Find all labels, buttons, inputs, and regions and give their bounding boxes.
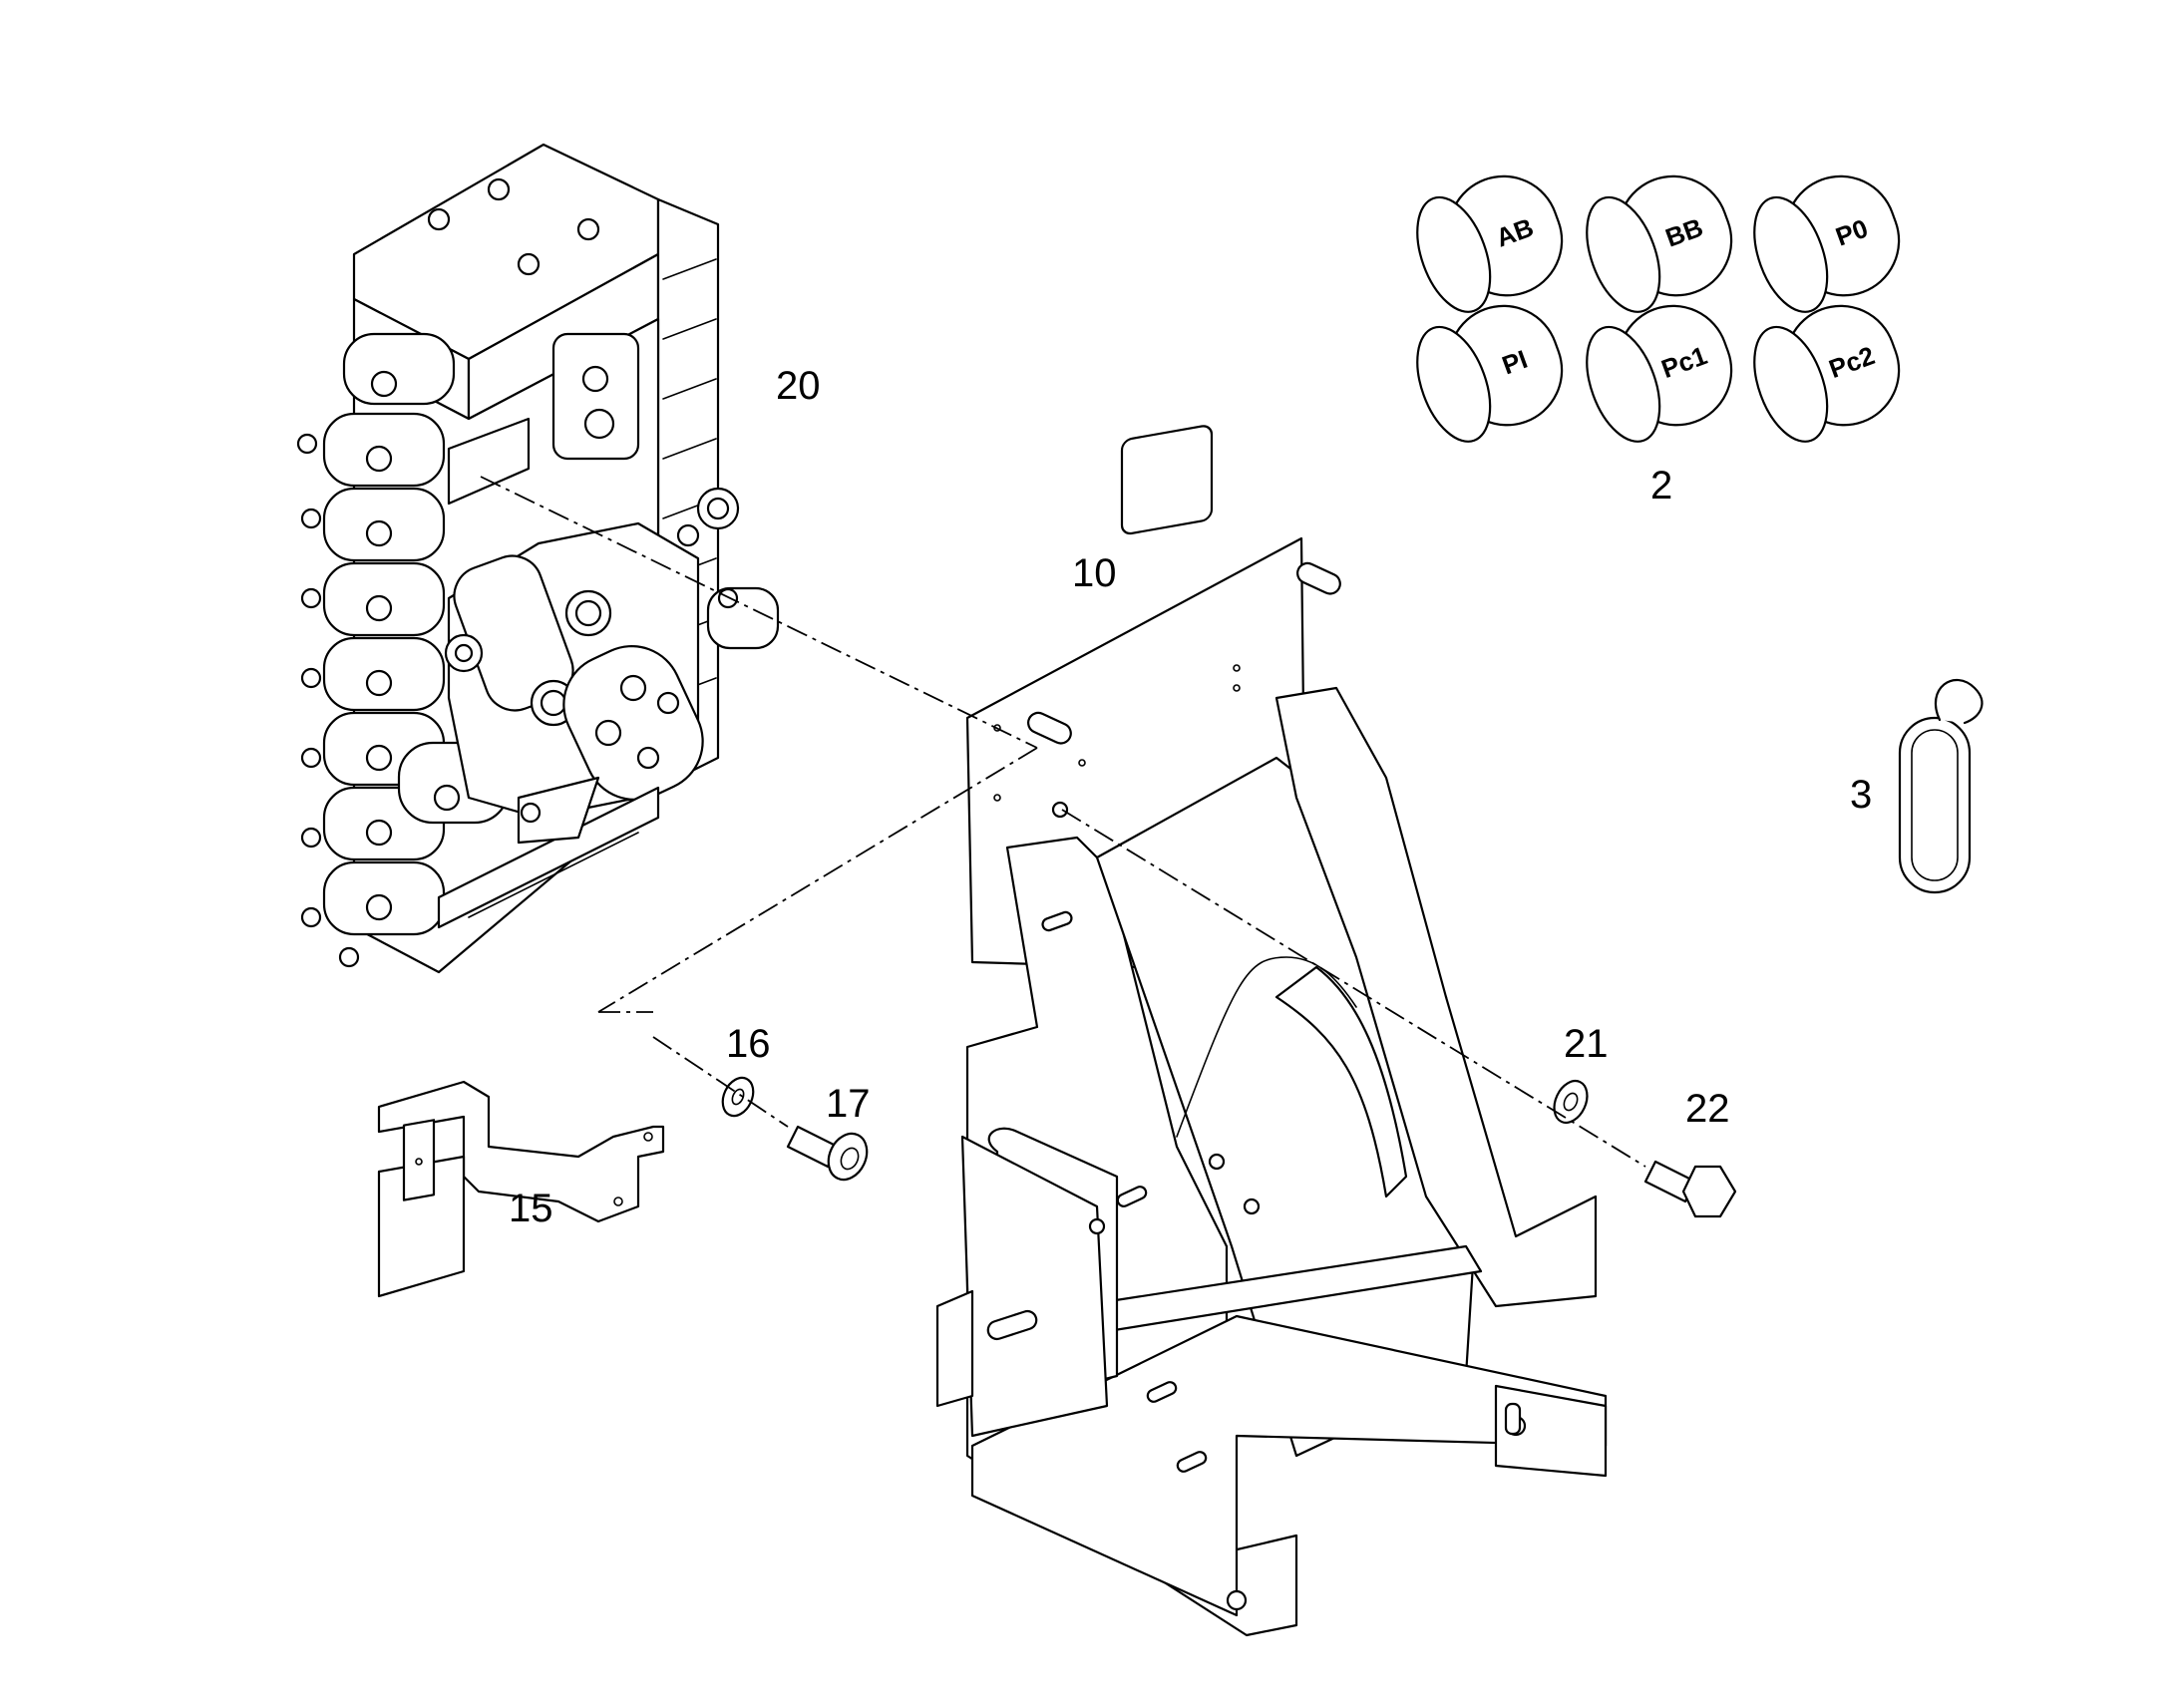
protective-caps-set: AB BB P0 PI Pc1 Pc2 xyxy=(1416,174,1901,443)
spool-caps-column xyxy=(296,332,456,968)
washer-left xyxy=(721,1076,755,1118)
washer-right xyxy=(1553,1079,1589,1125)
cap-p0: P0 xyxy=(1753,174,1901,313)
callout-10: 10 xyxy=(1072,551,1117,595)
callout-3: 3 xyxy=(1850,773,1872,817)
callout-15: 15 xyxy=(509,1187,553,1230)
callout-16: 16 xyxy=(726,1022,771,1066)
assembly-lines xyxy=(480,476,1646,1168)
callout-21: 21 xyxy=(1564,1022,1609,1066)
cable-strap xyxy=(1898,678,1984,894)
bracket xyxy=(377,1080,665,1298)
cap-ab: AB xyxy=(1416,174,1564,313)
cap-screw-left xyxy=(786,1125,869,1182)
callout-17: 17 xyxy=(826,1082,871,1126)
cap-pc1: Pc1 xyxy=(1586,304,1733,443)
mounting-frame xyxy=(935,425,1608,1637)
control-valve-block xyxy=(296,143,780,974)
hex-bolt-right xyxy=(1643,1160,1737,1218)
callout-2: 2 xyxy=(1650,464,1672,508)
callout-20: 20 xyxy=(776,364,821,408)
cap-pc2: Pc2 xyxy=(1753,304,1901,443)
cap-bb: BB xyxy=(1586,174,1733,313)
cap-pi: PI xyxy=(1416,304,1564,443)
callout-22: 22 xyxy=(1685,1087,1730,1131)
